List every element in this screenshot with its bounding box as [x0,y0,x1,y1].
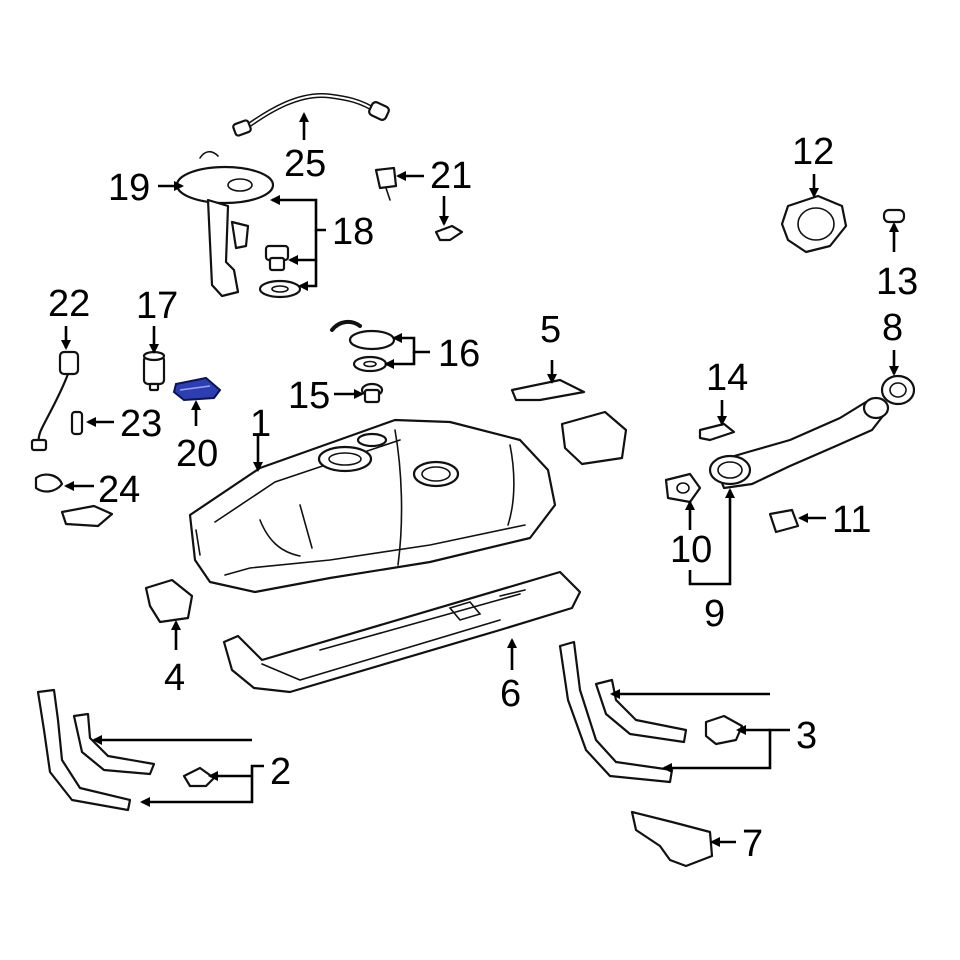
part-7-bracket[interactable] [630,810,714,868]
callout-8: 8 [882,307,903,349]
part-18-gasket-set[interactable] [258,244,302,299]
callout-12: 12 [792,131,834,173]
callout-25: 25 [284,143,326,185]
part-21-sensor[interactable] [374,166,464,242]
part-16-gaskets[interactable] [330,319,396,373]
callout-17: 17 [136,285,178,327]
part-23-sleeve[interactable] [70,410,84,436]
part-20-highlighted[interactable] [172,376,222,402]
callout-labels: 1 2 3 4 5 6 7 8 9 10 11 12 13 14 15 16 1… [48,131,918,865]
leader-lines [61,112,899,847]
callout-14: 14 [706,357,748,399]
callout-20: 20 [176,433,218,475]
callout-5: 5 [540,309,561,351]
part-11-clip[interactable] [768,508,800,534]
part-8-fuel-cap[interactable] [880,374,916,406]
callout-1: 1 [250,403,271,445]
part-1-fuel-tank[interactable] [188,418,557,594]
callout-19: 19 [108,167,150,209]
part-17-fuel-filter[interactable] [142,350,166,392]
callout-7: 7 [742,823,763,865]
callout-18: 18 [332,211,374,253]
part-4-pad[interactable] [144,578,194,624]
part-13-cushion[interactable] [882,208,906,224]
callout-24: 24 [98,469,140,511]
part-12-fuel-door[interactable] [780,194,848,254]
callout-4: 4 [164,657,185,699]
callout-23: 23 [120,403,162,445]
part-6-protector[interactable] [222,570,582,694]
part-3-straps[interactable] [558,640,744,784]
part-9-filler-neck[interactable] [708,396,890,490]
callout-15: 15 [288,375,330,417]
callout-22: 22 [48,283,90,325]
callout-3: 3 [796,715,817,757]
callout-16: 16 [438,333,480,375]
part-10-gasket[interactable] [664,472,702,504]
part-14-hose[interactable] [698,422,736,442]
part-5b-pad[interactable] [560,410,628,466]
part-25-fuel-hose[interactable] [232,92,390,137]
part-22-harness[interactable] [30,350,80,452]
part-15-valve[interactable] [360,382,384,404]
callout-9: 9 [704,593,725,635]
part-19-fuel-pump-bracket[interactable] [175,150,275,298]
callout-13: 13 [876,261,918,303]
callout-21: 21 [430,155,472,197]
part-24-insulator[interactable] [34,473,114,528]
callout-6: 6 [500,673,521,715]
callout-11: 11 [832,499,871,541]
callout-10: 10 [670,529,712,571]
callout-2: 2 [270,751,291,793]
part-5-protector[interactable] [510,378,586,402]
part-2-straps[interactable] [36,688,216,812]
